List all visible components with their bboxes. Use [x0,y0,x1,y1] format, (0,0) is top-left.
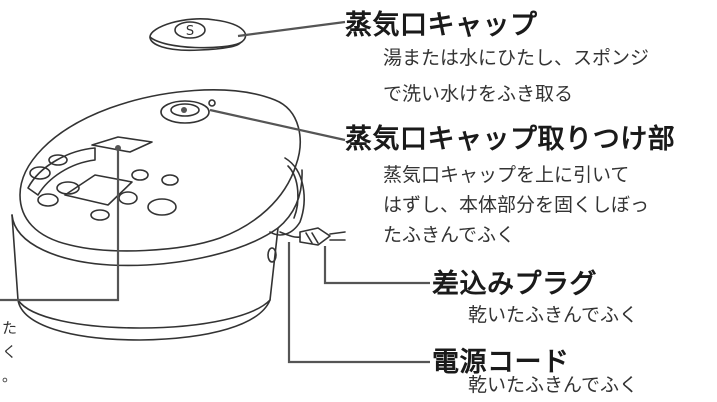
cap-desc-line-1: 湯または水にひたし、スポンジ [383,47,650,69]
leader-cap [237,20,346,38]
plug-desc-line-1: 乾いたふきんでふく [468,304,639,326]
cord-title: 電源コード [432,347,570,378]
mount-desc-line-1: 蒸気口キャップを上に引いて [383,164,630,186]
left-cut-line-1: た [2,319,18,337]
leader-dot-mount [181,107,187,113]
cap-title: 蒸気口キャップ [345,10,538,41]
mount-desc-line-2: はずし、本体部分を固くしぼっ [383,194,650,216]
mount-title: 蒸気口キャップ取りつけ部 [345,124,676,155]
cap-desc-line-2: で洗い水けをふき取る [383,83,574,105]
plug-title: 差込みプラグ [432,269,597,300]
steam-cap-part: S [149,18,247,52]
svg-text:S: S [186,24,194,39]
leader-dot-panel [115,145,121,151]
leader-panel [0,148,120,302]
cord-desc-line-1: 乾いたふきんでふく [468,374,639,396]
left-cut-line-3: 。 [2,367,18,385]
power-plug-illustration [279,227,346,246]
mount-desc-line-3: たふきんでふく [383,224,516,246]
cooker-body [11,89,305,341]
leader-cord [287,242,430,364]
leader-plug [323,246,430,285]
leader-mount [209,108,346,142]
left-cut-line-2: く [2,343,18,361]
leader-lines [0,20,430,364]
